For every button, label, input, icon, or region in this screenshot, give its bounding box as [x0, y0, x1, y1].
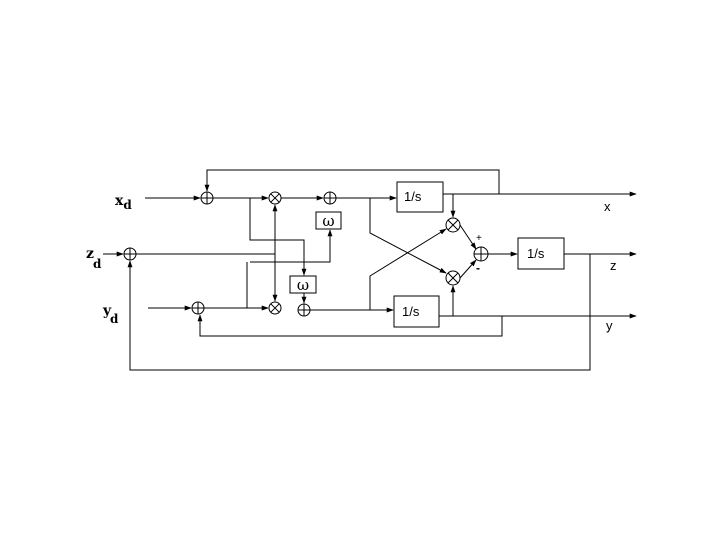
omega-gain-block-upper: ω: [315, 211, 342, 230]
integrator-block-x: 1/s: [396, 181, 444, 213]
svg-text:1/s: 1/s: [404, 189, 422, 204]
svg-text:1/s: 1/s: [527, 246, 545, 261]
omega-gain-block-lower: ω: [289, 275, 317, 294]
summing-junction-y-integrator: [297, 303, 311, 317]
output-x-label: x: [604, 199, 611, 214]
svg-text:1/s: 1/s: [402, 304, 420, 319]
input-zd-label: zd: [86, 246, 102, 271]
summing-junction-zd: [123, 247, 137, 261]
integrator-block-y: 1/s: [393, 295, 440, 328]
summing-junction-x-integrator: [323, 191, 337, 205]
minus-sign: -: [476, 261, 480, 275]
summing-junction-yd: [191, 301, 205, 315]
summing-junction-z-integrator: [473, 246, 489, 262]
svg-text:ω: ω: [322, 212, 334, 230]
multiplier-junction-bottom: [268, 301, 282, 315]
signal-wires: [103, 169, 637, 371]
multiplier-junction-right-bottom: [445, 270, 461, 286]
output-y-label: y: [606, 318, 613, 333]
svg-text:ω: ω: [297, 276, 309, 294]
input-xd-label: xd: [115, 193, 132, 212]
output-z-label: z: [610, 258, 617, 273]
multiplier-junction-right-top: [445, 217, 461, 233]
input-yd-label: yd: [102, 303, 119, 326]
summing-junction-xd: [200, 191, 214, 205]
multiplier-junction-top: [268, 191, 282, 205]
integrator-block-z: 1/s: [517, 237, 565, 270]
plus-sign: +: [476, 233, 482, 244]
